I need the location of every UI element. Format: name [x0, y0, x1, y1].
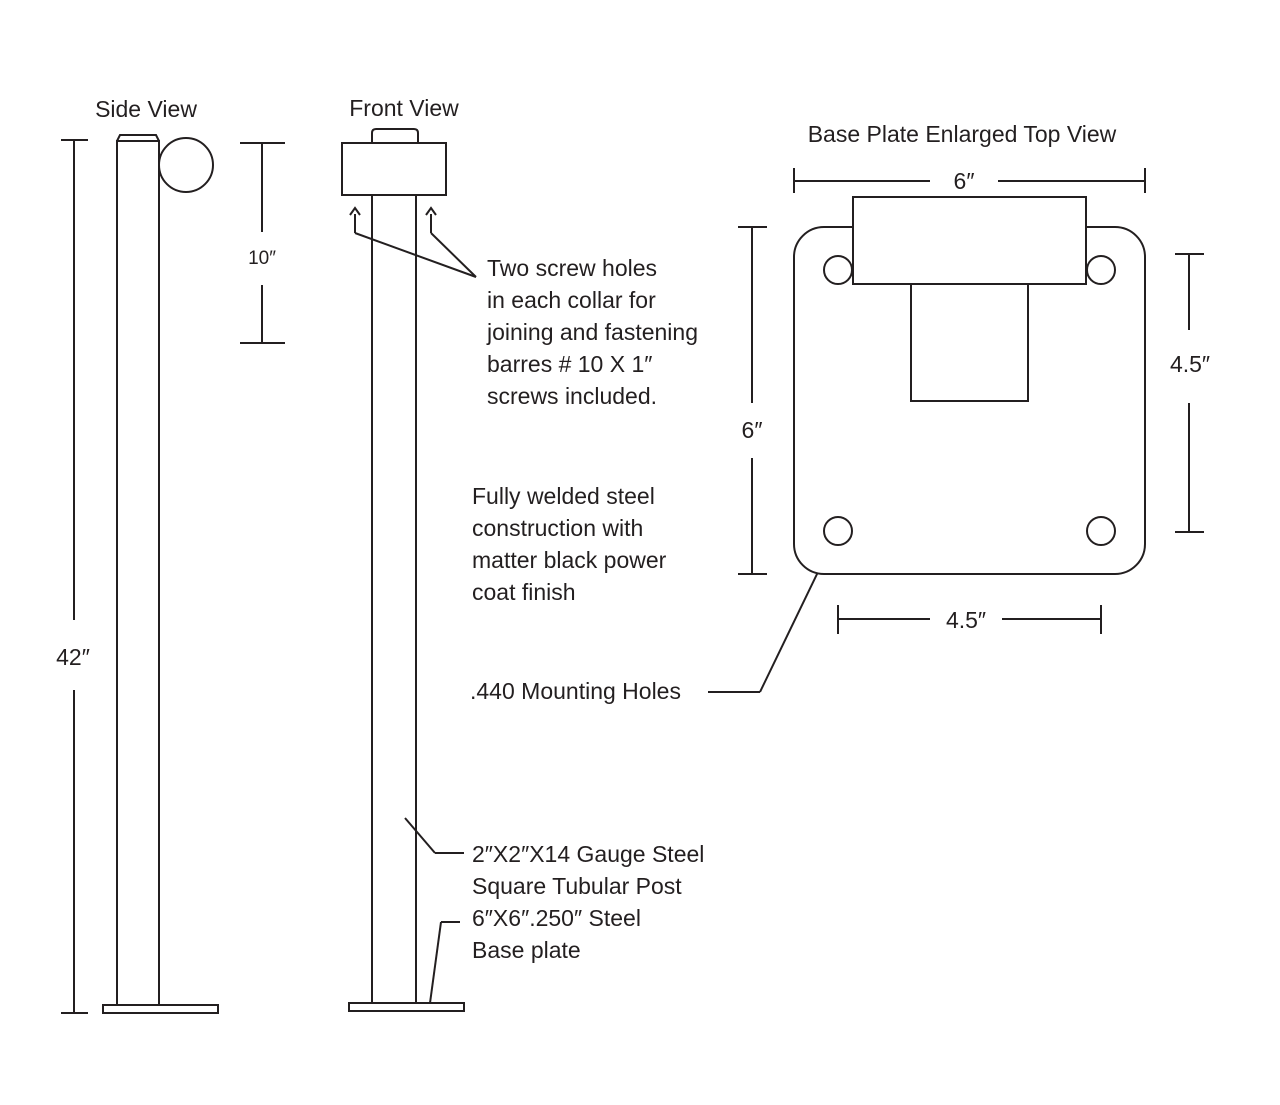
post-spec-leader-diagonal: [404, 817, 436, 854]
post-height-label: 42″: [56, 644, 90, 670]
front-post-cap: [371, 128, 419, 143]
mounting-hole-bottom-left: [823, 516, 853, 546]
screw-hole-leader-right: [430, 232, 477, 278]
plate-width-label: 6″: [954, 168, 975, 194]
front-view: Front View 10″: [240, 95, 477, 1012]
side-collar-ring: [158, 137, 214, 193]
mounting-hole-bottom-right: [1086, 516, 1116, 546]
plate-depth-label: 6″: [742, 417, 763, 443]
note-line: Two screw holes: [487, 255, 657, 281]
note-line: Fully welded steel: [472, 483, 655, 509]
note-line: 6″X6″.250″ Steel: [472, 905, 641, 931]
note-line: construction with: [472, 515, 643, 541]
note-line: joining and fastening: [486, 319, 698, 345]
screw-hole-leader-left: [354, 232, 477, 278]
note-line: Square Tubular Post: [472, 873, 682, 899]
hole-spacing-vertical-label: 4.5″: [1170, 351, 1210, 377]
note-line: barres # 10 X 1″: [487, 351, 652, 377]
note-line: coat finish: [472, 579, 576, 605]
side-view-title: Side View: [95, 96, 197, 122]
mounting-hole-top-left: [823, 255, 853, 285]
hole-spacing-horizontal-label: 4.5″: [946, 607, 986, 633]
collar-height-label: 10″: [248, 248, 276, 269]
front-view-title: Front View: [349, 95, 459, 121]
post-footprint: [910, 279, 1029, 402]
note-line: Base plate: [472, 937, 581, 963]
top-view-title: Base Plate Enlarged Top View: [808, 121, 1117, 147]
mounting-hole-top-right: [1086, 255, 1116, 285]
side-post-cap: [116, 134, 160, 142]
note-line: in each collar for: [487, 287, 656, 313]
screw-hole-arrowhead-right: [425, 206, 437, 216]
note-line: matter black power: [472, 547, 667, 573]
side-view: Side View 42″: [56, 96, 219, 1014]
note-line: 2″X2″X14 Gauge Steel: [472, 841, 704, 867]
screw-holes-note: Two screw holes in each collar for joini…: [486, 255, 698, 409]
front-collar: [341, 142, 447, 196]
top-view: Base Plate Enlarged Top View 6″ 6″ 4.5″ …: [738, 121, 1210, 634]
collar-footprint: [852, 196, 1087, 285]
base-plate-spec-note: 6″X6″.250″ Steel Base plate: [472, 905, 641, 963]
note-line: screws included.: [487, 383, 657, 409]
mounting-holes-note: .440 Mounting Holes: [470, 542, 833, 704]
post-spec-note: 2″X2″X14 Gauge Steel Square Tubular Post: [472, 841, 704, 899]
side-post: [116, 140, 160, 1006]
screw-hole-arrowhead-left: [349, 206, 361, 216]
side-base-plate: [102, 1004, 219, 1014]
front-base-plate: [348, 1002, 465, 1012]
base-plate-leader-diagonal: [429, 921, 442, 1004]
construction-note: Fully welded steel construction with mat…: [472, 483, 667, 605]
mounting-holes-label: .440 Mounting Holes: [470, 678, 681, 704]
